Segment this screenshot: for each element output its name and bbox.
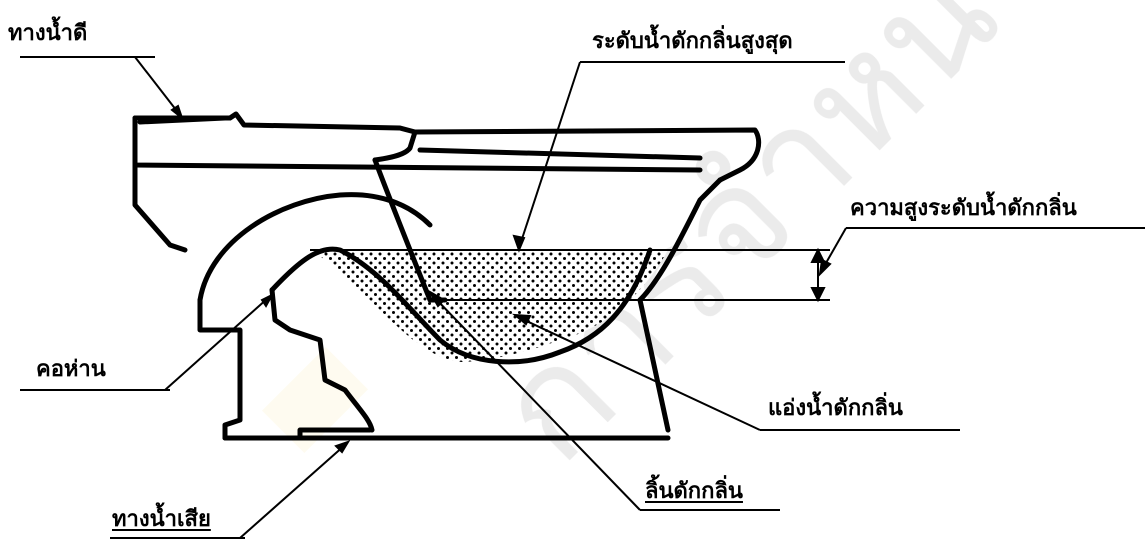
label-waste-water-outlet: ทางน้ำเสีย bbox=[112, 507, 211, 532]
label-trap-water-pool: แอ่งน้ำดักกลิ่น bbox=[768, 396, 903, 421]
label-good-water-channel: ทางน้ำดี bbox=[8, 21, 88, 46]
trap-water-pool bbox=[310, 250, 668, 362]
label-trap-water-height: ความสูงระดับน้ำดักกลิ่น bbox=[850, 196, 1077, 221]
label-trap-neck: คอห่าน bbox=[36, 357, 106, 382]
label-trap-weir: ลิ้นดักกลิ่น bbox=[645, 479, 743, 504]
leader-lines bbox=[20, 56, 1145, 539]
watermark: การจำหน่ายแจก bbox=[261, 0, 1147, 495]
toilet-outline bbox=[132, 111, 762, 441]
label-max-trap-water-level: ระดับน้ำดักกลิ่นสูงสุด bbox=[592, 29, 793, 54]
trap-height-dimension bbox=[810, 247, 826, 303]
